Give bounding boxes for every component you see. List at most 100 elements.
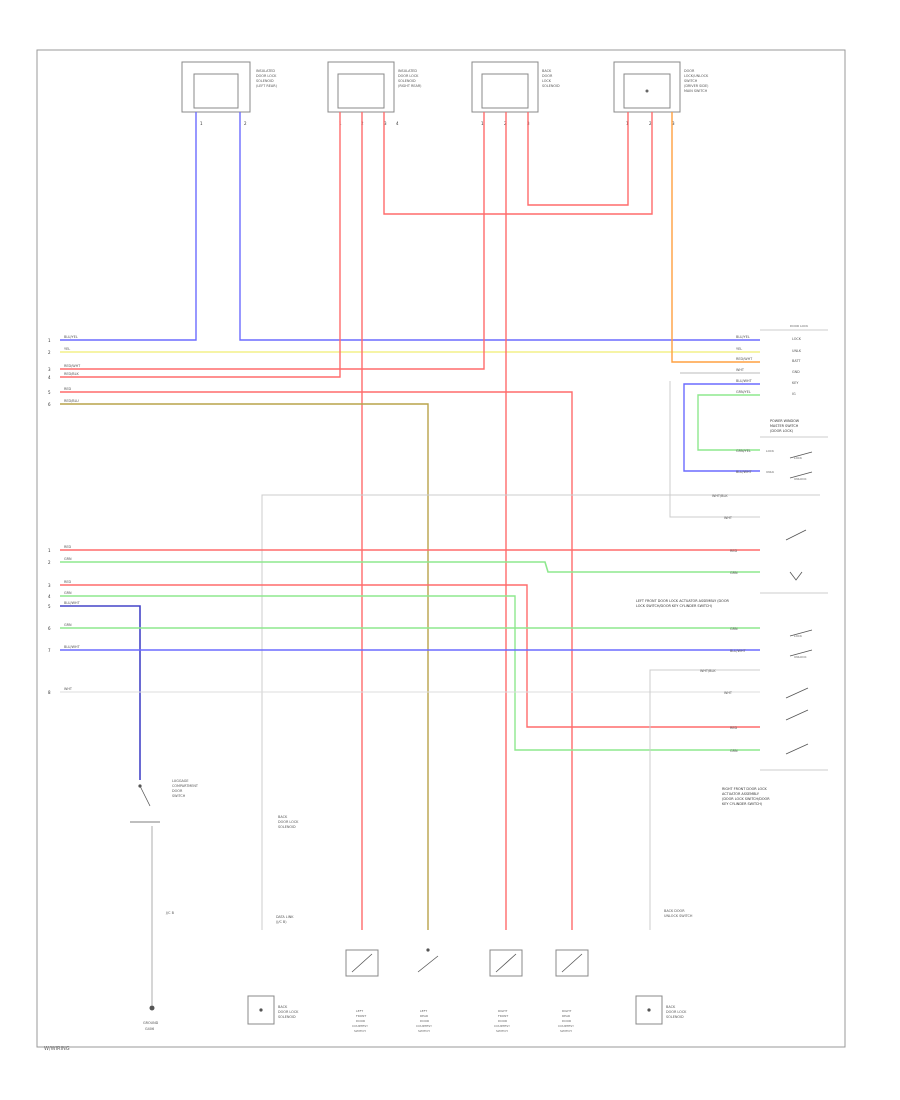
component-label-line: COURTESY [416, 1024, 432, 1028]
left-pin: 5 [48, 390, 51, 395]
wire-label: GRN [730, 571, 738, 575]
wire-label: BLU/WHT [64, 601, 81, 605]
wire-green-lower [60, 561, 760, 573]
group-label-line: MASTER SWITCH [770, 424, 799, 428]
component-label-line: (DRIVER SIDE) [684, 84, 709, 88]
component-label-line: SWITCH [496, 1029, 508, 1033]
wire-label: GRN [64, 591, 72, 595]
wire-label: BLU/YEL [64, 335, 78, 339]
switch-pivot [426, 948, 430, 952]
component-label-line: DOOR LOCK [398, 74, 419, 78]
pin-number: 1 [200, 121, 203, 126]
switch-arm [139, 785, 151, 807]
left-rear-courtesy-switch: LEFT REAR DOOR COURTESY SWITCH [416, 948, 439, 1033]
right-top-connector-block: DOOR LOCK BLU/YEL YEL RED/WHT WHT BLU/WH… [736, 324, 828, 438]
right-mid-connector: RED GRN LEFT FRONT DOOR LOCK ACTUATOR AS… [636, 549, 828, 608]
solenoid-dot [259, 1008, 263, 1012]
component-label-line: LEFT [420, 1009, 427, 1013]
switch-label: UNLOCK [794, 655, 807, 659]
component-label-line: DOOR LOCK [278, 1010, 299, 1014]
wire-label: RED/WHT [736, 357, 753, 361]
pin-number: 3 [672, 121, 675, 126]
component-label-line: LUGGAGE [172, 779, 189, 783]
wire-label: RED [64, 387, 71, 391]
switch-contact [785, 529, 807, 541]
component-label-line: DOOR [498, 1019, 507, 1023]
pin-number: 1 [481, 121, 484, 126]
wire-gray-v1 [261, 494, 820, 930]
ground-point [149, 1005, 155, 1011]
component-label-line: COURTESY [352, 1024, 368, 1028]
component-label-line: (RIGHT REAR) [398, 84, 422, 88]
component-label-line: COURTESY [558, 1024, 574, 1028]
component-label-line: FRONT [356, 1014, 366, 1018]
component-inner-box [481, 73, 529, 109]
component-label-line: BACK [542, 69, 552, 73]
pin-number: 4 [396, 121, 399, 126]
left-pin: 4 [48, 594, 51, 599]
component-label-line: REAR [562, 1014, 570, 1018]
wire-label: WHT [64, 687, 73, 691]
top-component-back-door-solenoid: BACK DOOR LOCK SOLENOID 1 2 3 [471, 61, 560, 126]
group-label-line: (DOOR LOCK) [770, 429, 794, 433]
switch-dot [645, 89, 649, 93]
switch-contact [789, 471, 813, 479]
component-label-line: DOOR [542, 74, 553, 78]
left-pin: 3 [48, 583, 51, 588]
wire-red-3 [383, 112, 653, 215]
wire-red-lower-2 [60, 584, 760, 728]
wire-navy-left [60, 605, 141, 780]
switch-contact [789, 629, 813, 637]
component-label-line: BACK [666, 1005, 676, 1009]
wire-label: WHT [724, 516, 733, 520]
wire-red-7 [60, 391, 573, 930]
wire-label: GRN [730, 627, 738, 631]
component-label-line: DOOR LOCK [278, 820, 299, 824]
component-label-line: INSULATED [398, 69, 417, 73]
switch-contact [495, 953, 517, 973]
left-front-courtesy-switch: LEFT FRONT DOOR COURTESY SWITCH [345, 949, 379, 1033]
left-pin: 8 [48, 690, 51, 695]
inline-label: BACK DOOR [664, 909, 685, 913]
component-label-line: SOLENOID [666, 1015, 684, 1019]
wire-label: RED [730, 726, 737, 730]
group-label-line: POWER WINDOW [770, 419, 800, 423]
inline-label: J/C B [165, 911, 175, 915]
back-door-solenoid-right: BACK DOOR UNLOCK SWITCH BACK DOOR LOCK S… [635, 909, 693, 1025]
wire-label: BLU/WHT [736, 470, 753, 474]
wire-label: RED/BLU [64, 399, 79, 403]
component-label-line: BACK [278, 1005, 288, 1009]
component-label-line: SOLENOID [278, 1015, 296, 1019]
inline-label: (J/C B) [276, 920, 287, 924]
component-label-line: LEFT [356, 1009, 363, 1013]
wire-label: WHT/BLK [700, 669, 716, 673]
inline-label: UNLOCK SWITCH [664, 914, 693, 918]
switch-contact [351, 953, 373, 973]
left-pin: 1 [48, 548, 51, 553]
pin-number: 2 [244, 121, 247, 126]
right-switch-group-1: GRN/YEL BLU/WHT WHT/BLK WHT LOCK UNLK LO… [712, 449, 813, 541]
wire-red-4 [60, 112, 485, 370]
wire-gray-v2 [669, 381, 760, 518]
left-pin: 5 [48, 604, 51, 609]
component-label-line: DOOR [684, 69, 695, 73]
back-door-solenoid-left: BACK DOOR LOCK SOLENOID DATA LINK (J/C B… [247, 815, 299, 1025]
terminal-label: KEY [792, 381, 799, 385]
wire-label: GRN/YEL [736, 449, 751, 453]
wire-label: RED [730, 549, 737, 553]
switch-label: LOCK [794, 456, 803, 460]
wire-label: WHT [724, 691, 733, 695]
switch-contact [785, 709, 809, 721]
group-label-line: LOCK SWITCH/DOOR KEY CYLINDER SWITCH) [636, 604, 713, 608]
wire-label: BLU/YEL [736, 335, 750, 339]
component-inner-box [193, 73, 239, 109]
pin-number: 3 [384, 121, 387, 126]
component-label-line: FRONT [498, 1014, 508, 1018]
component-label-line: MAIN SWITCH [684, 89, 708, 93]
wire-label: GRN [64, 623, 72, 627]
component-label-line: COMPARTMENT [172, 784, 199, 788]
left-pin: 3 [48, 367, 51, 372]
component-label-line: DOOR LOCK [666, 1010, 687, 1014]
component-label-line: (LEFT REAR) [256, 84, 278, 88]
